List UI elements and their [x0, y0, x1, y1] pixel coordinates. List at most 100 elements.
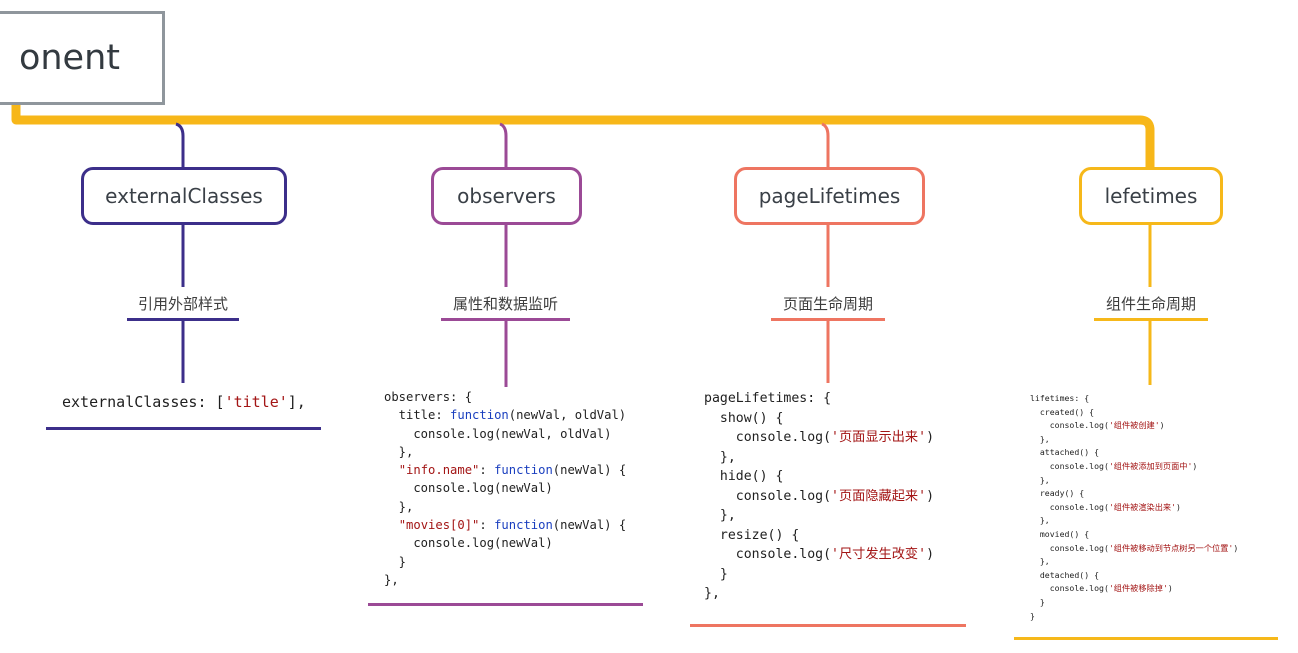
code-string: '组件被渲染出来' — [1108, 501, 1177, 512]
code-text: (newVal) { — [552, 518, 627, 533]
code-text: ) — [1176, 501, 1181, 512]
code-line: pageLifetimes: { — [704, 389, 934, 409]
node-externalClasses[interactable]: externalClasses — [81, 167, 287, 225]
code-text: ready() { — [1030, 488, 1085, 499]
code-line: console.log('页面显示出来') — [704, 428, 934, 448]
code-line: movied() { — [1030, 528, 1238, 542]
code-keyword: function — [450, 408, 509, 423]
code-line: console.log(newVal) — [384, 479, 626, 497]
node-title: externalClasses — [105, 184, 263, 208]
code-text: externalClasses: [ — [62, 393, 225, 411]
code-text: console.log( — [704, 430, 832, 445]
code-line: console.log('组件被渲染出来') — [1030, 501, 1238, 515]
root-node[interactable]: onent — [0, 11, 165, 105]
code-text: console.log( — [704, 547, 832, 562]
code-string: '组件被添加到页面中' — [1108, 460, 1193, 471]
code-line: title: function(newVal, oldVal) — [384, 406, 626, 424]
code-text: created() { — [1030, 406, 1095, 417]
code-line: } — [1030, 596, 1238, 610]
branch-drop-externalClasses — [175, 122, 185, 168]
code-text: ) — [926, 430, 935, 445]
main-branch-bar — [11, 103, 1155, 168]
code-underline-lefetimes — [1014, 637, 1278, 640]
code-text: }, — [1030, 474, 1050, 485]
code-text: observers: { — [384, 390, 473, 404]
code-line: } — [1030, 610, 1238, 624]
code-line: "info.name": function(newVal) { — [384, 461, 626, 479]
code-text: console.log(newVal) — [384, 536, 553, 551]
code-string: '组件被移动到节点树另一个位置' — [1108, 542, 1234, 553]
code-line: lifetimes: { — [1030, 392, 1238, 406]
code-line: }, — [704, 584, 934, 604]
code-line: externalClasses: ['title'], — [62, 392, 306, 412]
root-node-label: onent — [18, 38, 120, 78]
code-line: } — [704, 565, 934, 585]
code-text: console.log( — [1030, 583, 1109, 594]
code-text: hide() { — [704, 469, 784, 484]
code-line: resize() { — [704, 526, 934, 546]
label-observers: 属性和数据监听 — [452, 295, 558, 313]
underline-externalClasses — [127, 318, 239, 321]
code-string: '尺寸发生改变' — [831, 547, 927, 562]
code-string: "movies[0]" — [398, 518, 480, 533]
node-pageLifetimes[interactable]: pageLifetimes — [734, 167, 925, 225]
branch-drop-pageLifetimes — [821, 122, 830, 168]
code-line: }, — [704, 506, 934, 526]
label-externalClasses: 引用外部样式 — [137, 295, 228, 313]
code-text: detached() { — [1030, 569, 1100, 580]
code-line: console.log(newVal, oldVal) — [384, 425, 626, 443]
code-text: attached() { — [1030, 447, 1100, 458]
code-text: pageLifetimes: { — [704, 391, 832, 406]
code-text: title: — [384, 408, 451, 423]
branch-drop-observers — [499, 122, 508, 168]
code-block-lifetimes: lifetimes: { created() { console.log('组件… — [1030, 392, 1238, 623]
code-text: }, — [704, 508, 736, 523]
code-line: console.log(newVal) — [384, 534, 626, 552]
code-string: '页面隐藏起来' — [831, 488, 927, 504]
code-text: lifetimes: { — [1030, 393, 1090, 403]
code-line: detached() { — [1030, 569, 1238, 583]
code-text: console.log( — [1030, 420, 1109, 431]
code-underline-externalClasses — [46, 427, 321, 430]
code-text: } — [1030, 610, 1035, 621]
code-line: console.log('尺寸发生改变') — [704, 545, 934, 565]
node-title: lefetimes — [1104, 184, 1198, 208]
code-underline-pageLifetimes — [690, 624, 966, 627]
code-text — [384, 463, 399, 477]
code-text: } — [384, 554, 407, 569]
code-text — [384, 518, 399, 532]
code-keyword: function — [494, 463, 553, 478]
code-text: show() { — [704, 410, 784, 426]
code-line: console.log('页面隐藏起来') — [704, 487, 934, 507]
code-text: console.log(newVal) — [384, 481, 553, 496]
code-line: attached() { — [1030, 446, 1238, 460]
code-block-externalClasses: externalClasses: ['title'], — [62, 392, 306, 412]
code-text: }, — [1030, 433, 1050, 444]
code-line: }, — [384, 498, 626, 516]
code-line: console.log('组件被创建') — [1030, 419, 1238, 433]
code-string: 'title' — [224, 393, 288, 411]
code-text: ) — [1233, 542, 1239, 553]
code-line: console.log('组件被移除掉') — [1030, 582, 1238, 596]
code-text: }, — [384, 572, 399, 587]
code-line: }, — [1030, 555, 1238, 569]
code-line: observers: { — [384, 388, 626, 406]
code-line: ready() { — [1030, 487, 1238, 501]
node-observers[interactable]: observers — [431, 167, 582, 225]
code-text: } — [1030, 596, 1045, 607]
code-text: } — [704, 566, 728, 582]
code-block-pageLifetimes: pageLifetimes: { show() { console.log('页… — [704, 389, 934, 604]
code-line: hide() { — [704, 467, 934, 487]
code-line: console.log('组件被添加到页面中') — [1030, 460, 1238, 474]
code-text: (newVal) { — [552, 463, 627, 478]
node-lefetimes[interactable]: lefetimes — [1079, 167, 1223, 225]
code-text: ) — [1159, 420, 1165, 431]
code-text: }, — [384, 444, 414, 459]
code-line: show() { — [704, 409, 934, 429]
code-text: ) — [926, 488, 935, 504]
code-string: '组件被创建' — [1108, 420, 1160, 431]
underline-lefetimes — [1094, 318, 1208, 321]
code-text: console.log(newVal, oldVal) — [384, 426, 612, 441]
code-string: '页面显示出来' — [831, 430, 927, 445]
